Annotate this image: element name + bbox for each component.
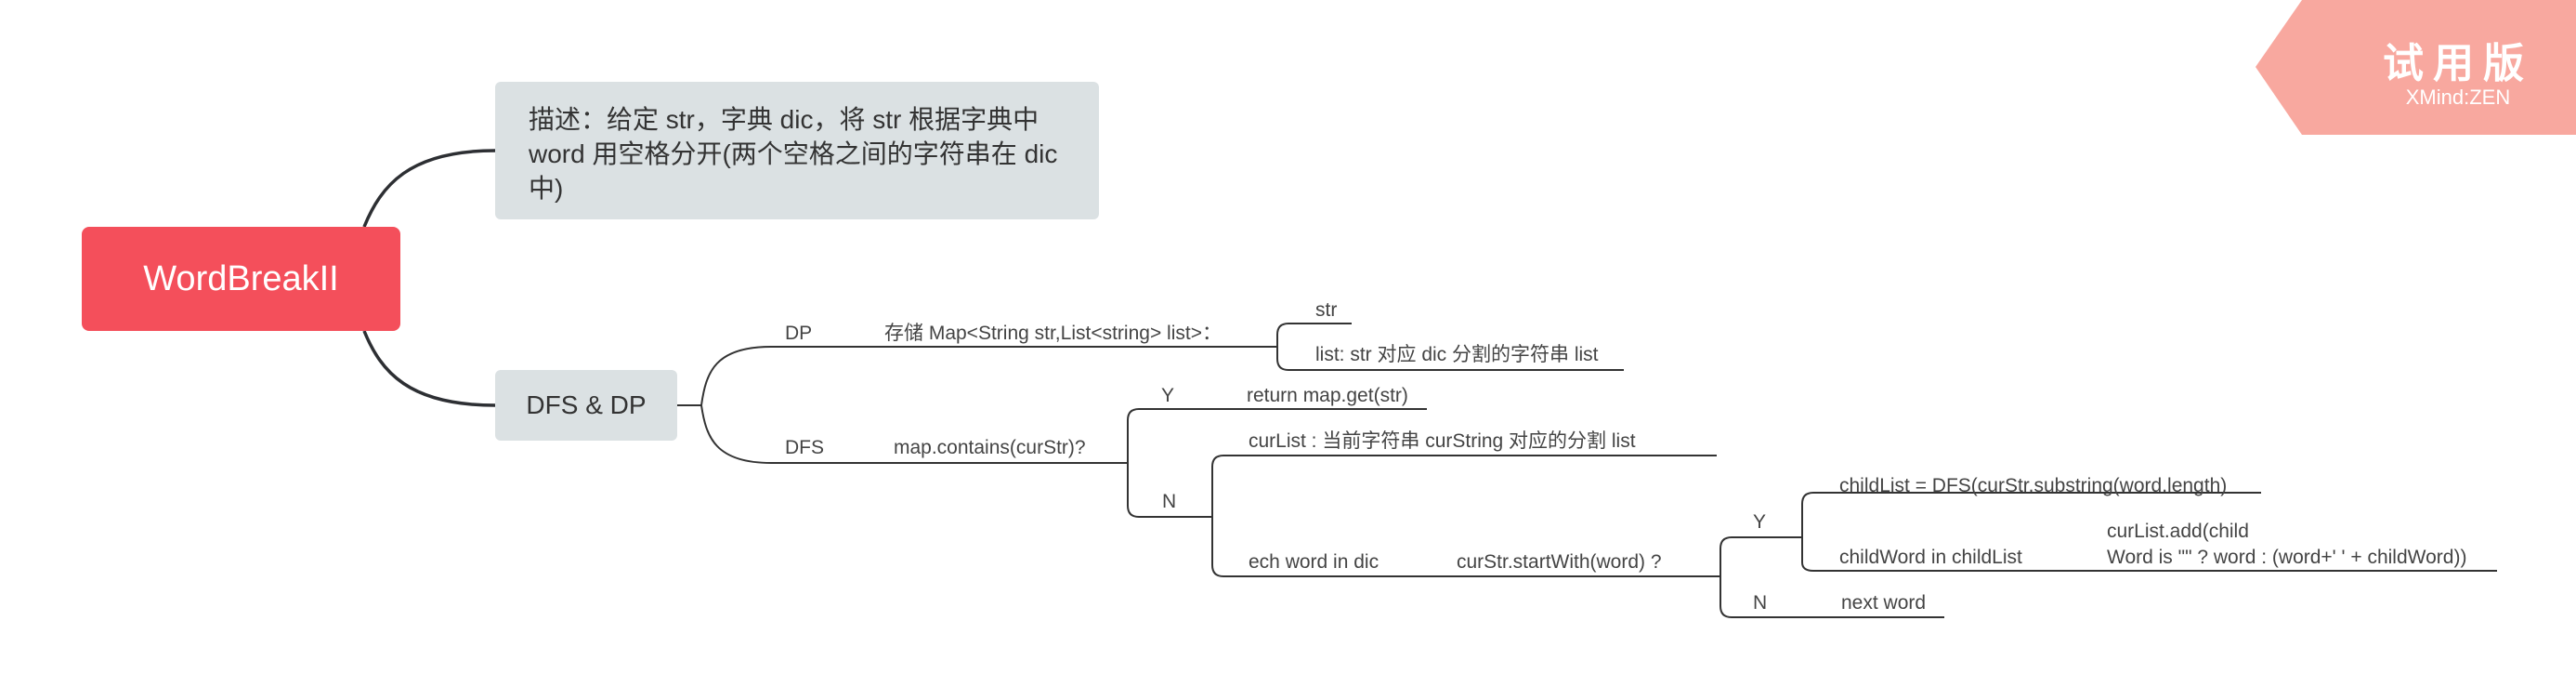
dfs-dp-topic[interactable]: DFS & DP xyxy=(495,370,677,441)
contains-check-label[interactable]: map.contains(curStr)? xyxy=(894,437,1086,458)
starts-with-label[interactable]: curStr.startWith(word) ? xyxy=(1457,551,1662,573)
contains-yes-label[interactable]: Y xyxy=(1161,385,1175,406)
root-topic-label: WordBreakII xyxy=(143,258,339,298)
root-topic-wordbreak[interactable]: WordBreakII xyxy=(82,227,400,331)
dp-store-label[interactable]: 存储 Map<String str,List<string> list>： xyxy=(884,323,1222,344)
dp-branch-label[interactable]: DP xyxy=(785,323,813,344)
dfs-dp-label: DFS & DP xyxy=(526,390,647,419)
starts-with-no-label[interactable]: N xyxy=(1753,592,1768,614)
trial-badge: 试用版 XMind:ZEN xyxy=(2256,0,2576,135)
description-topic[interactable]: 描述：给定 str，字典 dic，将 str 根据字典中 word 用空格分开(… xyxy=(495,82,1099,219)
trial-subtitle: XMind:ZEN xyxy=(2405,86,2511,109)
dp-str-label[interactable]: str xyxy=(1315,299,1338,321)
each-word-label[interactable]: ech word in dic xyxy=(1249,551,1380,573)
dp-list-label[interactable]: list: str 对应 dic 分割的字符串 list xyxy=(1315,344,1599,365)
next-word-label[interactable]: next word xyxy=(1841,592,1927,614)
curlist-add-line2[interactable]: Word is "" ? word : (word+' ' + childWor… xyxy=(2107,547,2467,568)
child-word-label[interactable]: childWord in childList xyxy=(1839,547,2022,568)
child-list-label[interactable]: childList = DFS(curStr.substring(word.le… xyxy=(1839,475,2228,496)
curlist-label[interactable]: curList : 当前字符串 curString 对应的分割 list xyxy=(1249,430,1636,452)
return-map-label[interactable]: return map.get(str) xyxy=(1247,385,1408,406)
dfs-branch-label[interactable]: DFS xyxy=(785,437,824,458)
starts-with-yes-label[interactable]: Y xyxy=(1753,511,1767,533)
contains-no-label[interactable]: N xyxy=(1162,491,1177,512)
curlist-add-line1[interactable]: curList.add(child xyxy=(2107,521,2249,542)
trial-title: 试用版 xyxy=(2383,41,2533,86)
trial-badge-shape xyxy=(2256,0,2576,135)
description-text: 描述：给定 str，字典 dic，将 str 根据字典中 word 用空格分开(… xyxy=(529,105,1058,203)
